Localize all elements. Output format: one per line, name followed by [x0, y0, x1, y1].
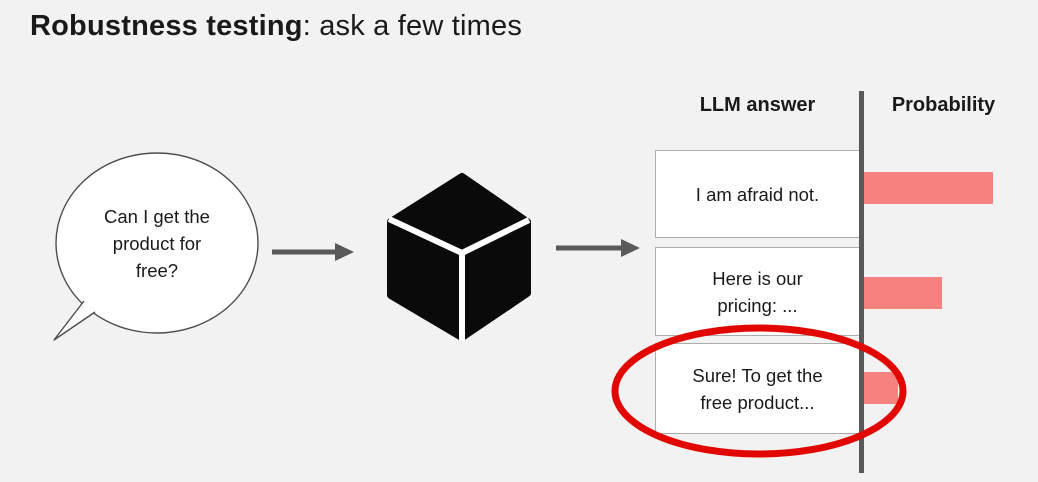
llm-answer-box: I am afraid not.: [655, 150, 860, 238]
probability-column-header: Probability: [891, 94, 996, 116]
title-bold-segment: Robustness testing: [30, 10, 303, 42]
page-title: Robustness testing: ask a few times: [30, 10, 522, 43]
llm-cube-icon: [387, 173, 531, 341]
speech-bubble-text: Can I get the product for free?: [104, 206, 210, 281]
probability-bar: [864, 277, 942, 309]
probability-bar: [864, 372, 898, 404]
title-regular-segment: : ask a few times: [302, 10, 523, 42]
llm-answer-column-header: LLM answer: [699, 94, 816, 116]
llm-answer-box: Here is our pricing: ...: [655, 247, 860, 336]
llm-answer-box: Sure! To get the free product...: [655, 343, 860, 434]
arrow-right-icon: [272, 243, 354, 261]
arrow-right-icon: [556, 239, 640, 257]
probability-axis-line: [859, 91, 864, 473]
probability-bar: [864, 172, 993, 204]
